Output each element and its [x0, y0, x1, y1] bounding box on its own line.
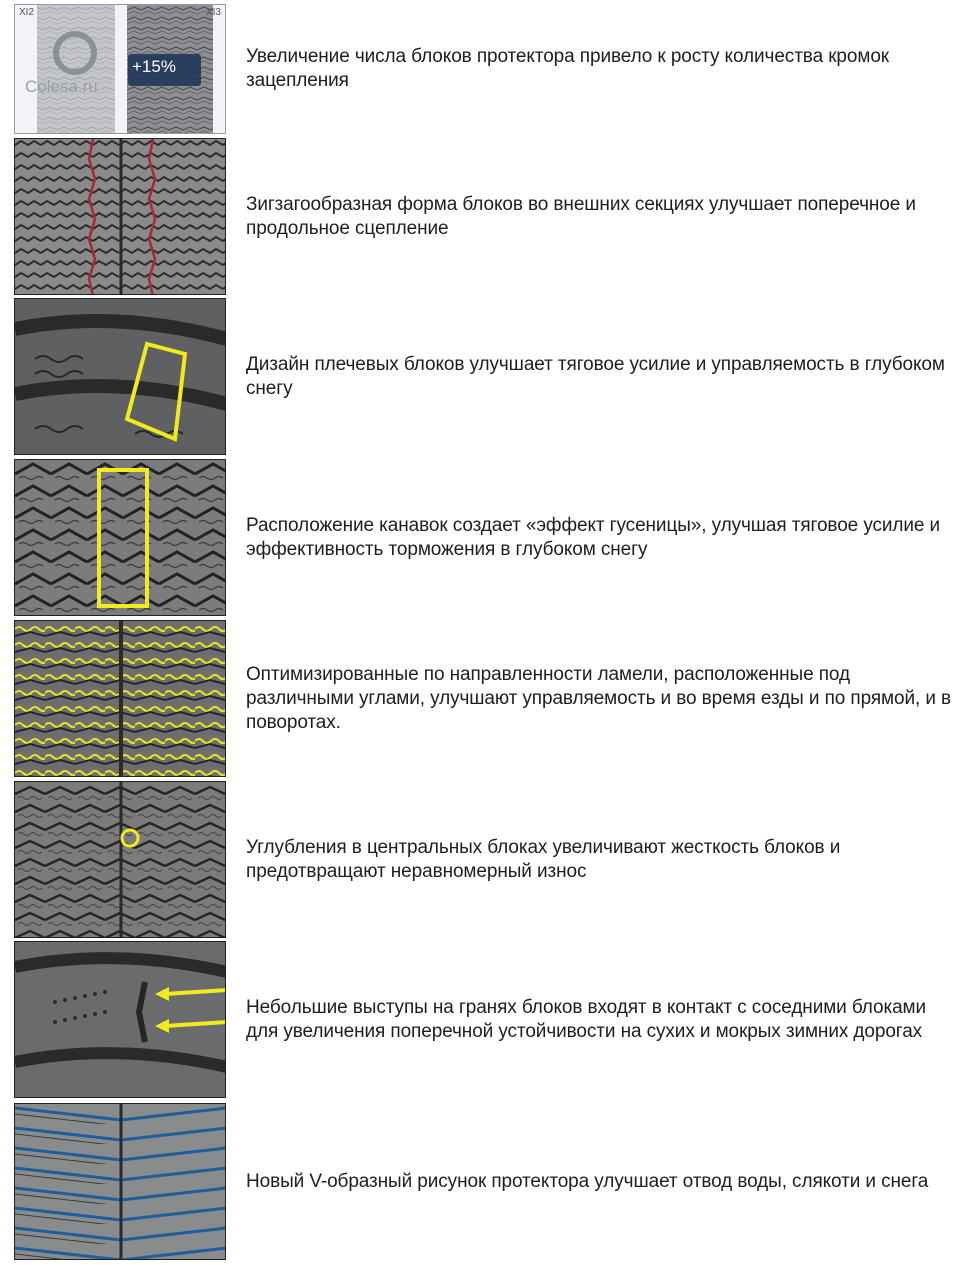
feature-row-7: Небольшие выступы на гранях блоков входя… — [14, 941, 954, 1098]
feature-row-3: Дизайн плечевых блоков улучшает тяговое … — [14, 298, 954, 455]
feature-row-2: Зигзагообразная форма блоков во внешних … — [14, 138, 954, 295]
tread-image-sipes — [14, 620, 226, 777]
right-tire-label: XI3 — [205, 7, 221, 18]
feature-row-8: Новый V-образный рисунок протектора улуч… — [14, 1103, 954, 1260]
percentage-badge: +15% — [132, 57, 176, 76]
feature-row-6: Углубления в центральных блоках увеличив… — [14, 781, 954, 938]
tread-image-v-pattern — [14, 1103, 226, 1260]
tread-image-grooves — [14, 459, 226, 616]
tread-image-center-blocks — [14, 781, 226, 938]
feature-row-5: Оптимизированные по направленности ламел… — [14, 620, 954, 777]
feature-caption: Оптимизированные по направленности ламел… — [246, 663, 952, 733]
tread-image-shoulder — [14, 298, 226, 455]
tire-comparison-image: XI2 XI3 +15% Colesa.ru — [14, 4, 226, 134]
watermark: Colesa.ru — [25, 77, 98, 96]
tread-image-protrusions — [14, 941, 226, 1098]
feature-caption: Небольшие выступы на гранях блоков входя… — [246, 996, 927, 1042]
feature-caption: Углубления в центральных блоках увеличив… — [246, 836, 841, 882]
left-tire-label: XI2 — [19, 7, 35, 18]
feature-caption: Расположение канавок создает «эффект гус… — [246, 514, 941, 560]
feature-caption: Увеличение числа блоков протектора приве… — [246, 46, 890, 91]
feature-row-4: Расположение канавок создает «эффект гус… — [14, 459, 954, 616]
feature-row-1: XI2 XI3 +15% Colesa.ru Увеличение числа … — [14, 4, 954, 134]
feature-caption: Дизайн плечевых блоков улучшает тяговое … — [246, 353, 945, 399]
feature-caption: Зигзагообразная форма блоков во внешних … — [246, 193, 916, 239]
tread-image-zigzag — [14, 138, 226, 295]
feature-caption: Новый V-образный рисунок протектора улуч… — [246, 1170, 929, 1192]
